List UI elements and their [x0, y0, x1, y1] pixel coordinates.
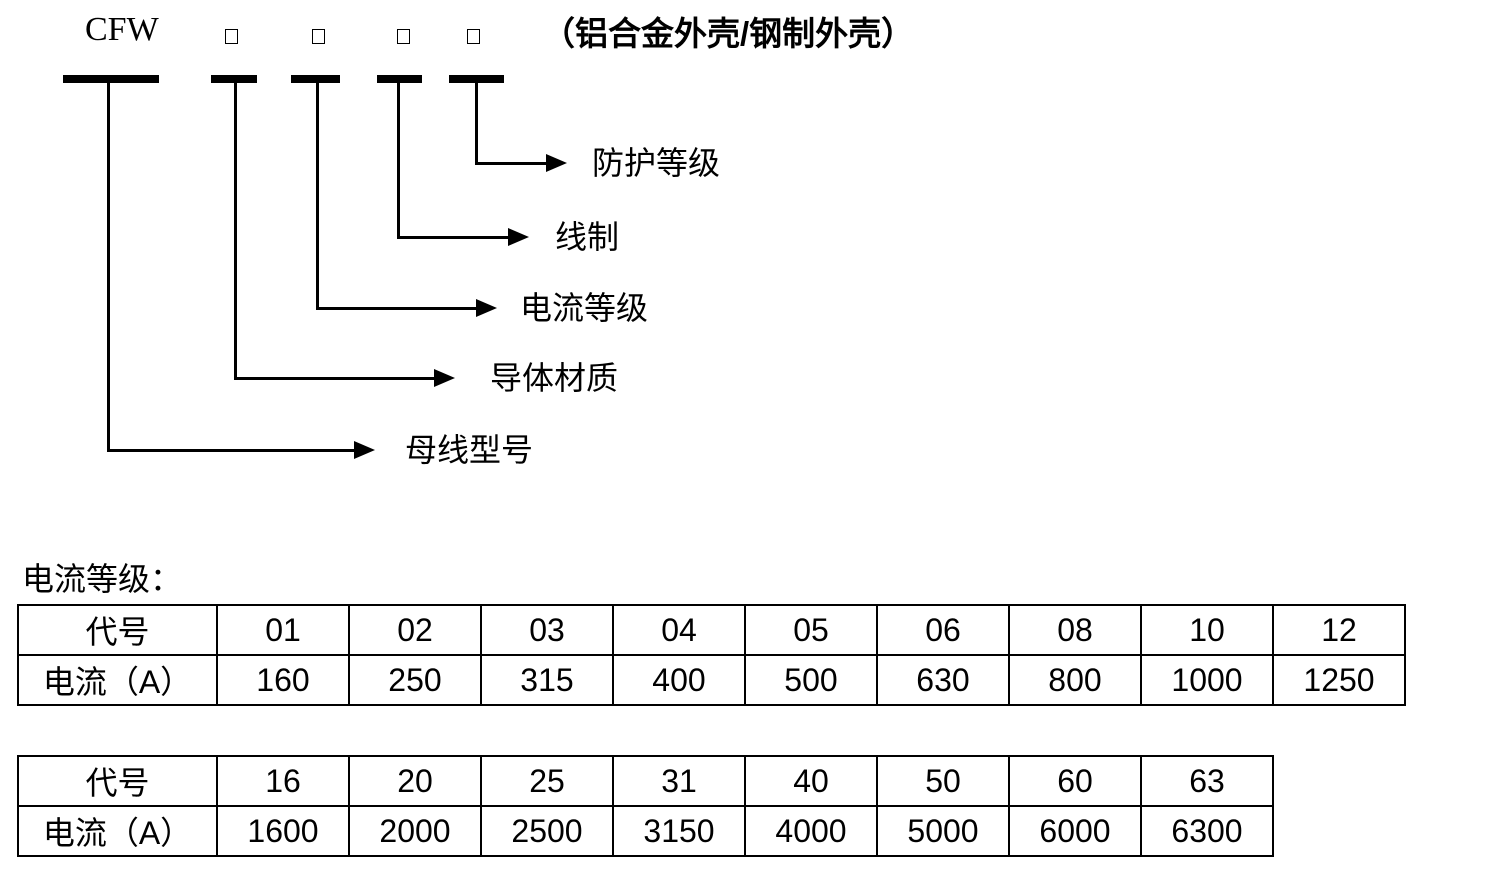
- underline-bar: [291, 75, 340, 83]
- model-digit-box: [312, 29, 325, 44]
- current-cell: 160: [216, 654, 350, 706]
- model-digit-box: [467, 29, 480, 44]
- current-cell: 6000: [1008, 805, 1142, 857]
- branch-label: 母线型号: [405, 432, 534, 468]
- arrowhead-icon: [476, 299, 497, 317]
- section-title: 电流等级：: [22, 561, 183, 597]
- current-cell: 5000: [876, 805, 1010, 857]
- code-cell: 04: [612, 604, 746, 656]
- connector-horizontal-line: [233, 376, 434, 380]
- code-cell: 25: [480, 755, 614, 807]
- connector-horizontal-line: [396, 235, 508, 239]
- code-cell: 20: [348, 755, 482, 807]
- current-row-label: 电流（A）: [17, 805, 218, 857]
- code-cell: 31: [612, 755, 746, 807]
- arrowhead-icon: [434, 369, 455, 387]
- current-cell: 4000: [744, 805, 878, 857]
- current-cell: 800: [1008, 654, 1142, 706]
- code-row-label: 代号: [17, 755, 218, 807]
- underline-bar: [449, 75, 504, 83]
- current-cell: 500: [744, 654, 878, 706]
- current-cell: 2500: [480, 805, 614, 857]
- current-cell: 6300: [1140, 805, 1274, 857]
- arrowhead-icon: [508, 228, 529, 246]
- code-row-label: 代号: [17, 604, 218, 656]
- code-cell: 16: [216, 755, 350, 807]
- code-cell: 12: [1272, 604, 1406, 656]
- code-cell: 01: [216, 604, 350, 656]
- code-cell: 40: [744, 755, 878, 807]
- code-cell: 60: [1008, 755, 1142, 807]
- model-digit-box: [225, 29, 238, 44]
- connector-vertical-line: [106, 82, 110, 452]
- current-row-label: 电流（A）: [17, 654, 218, 706]
- connector-vertical-line: [233, 82, 237, 380]
- arrowhead-icon: [354, 441, 375, 459]
- branch-label: 线制: [555, 219, 620, 255]
- arrowhead-icon: [546, 154, 567, 172]
- code-cell: 03: [480, 604, 614, 656]
- connector-horizontal-line: [106, 448, 354, 452]
- code-cell: 05: [744, 604, 878, 656]
- current-cell: 1600: [216, 805, 350, 857]
- current-cell: 250: [348, 654, 482, 706]
- enclosure-note: （铝合金外壳/钢制外壳）: [542, 15, 915, 52]
- current-cell: 3150: [612, 805, 746, 857]
- branch-label: 防护等级: [592, 145, 721, 181]
- underline-bar: [377, 75, 422, 83]
- code-cell: 06: [876, 604, 1010, 656]
- model-prefix: CFW: [85, 11, 159, 48]
- connector-vertical-line: [315, 82, 319, 310]
- branch-label: 电流等级: [520, 290, 649, 326]
- current-cell: 1250: [1272, 654, 1406, 706]
- branch-label: 导体材质: [490, 360, 619, 396]
- model-digit-box: [397, 29, 410, 44]
- connector-horizontal-line: [315, 306, 476, 310]
- current-cell: 1000: [1140, 654, 1274, 706]
- code-cell: 50: [876, 755, 1010, 807]
- code-cell: 10: [1140, 604, 1274, 656]
- connector-horizontal-line: [474, 161, 546, 165]
- current-cell: 400: [612, 654, 746, 706]
- current-cell: 630: [876, 654, 1010, 706]
- code-cell: 02: [348, 604, 482, 656]
- underline-bar: [211, 75, 257, 83]
- code-cell: 08: [1008, 604, 1142, 656]
- current-cell: 2000: [348, 805, 482, 857]
- connector-vertical-line: [396, 82, 400, 239]
- connector-vertical-line: [474, 82, 478, 165]
- current-cell: 315: [480, 654, 614, 706]
- code-cell: 63: [1140, 755, 1274, 807]
- underline-bar: [63, 75, 159, 83]
